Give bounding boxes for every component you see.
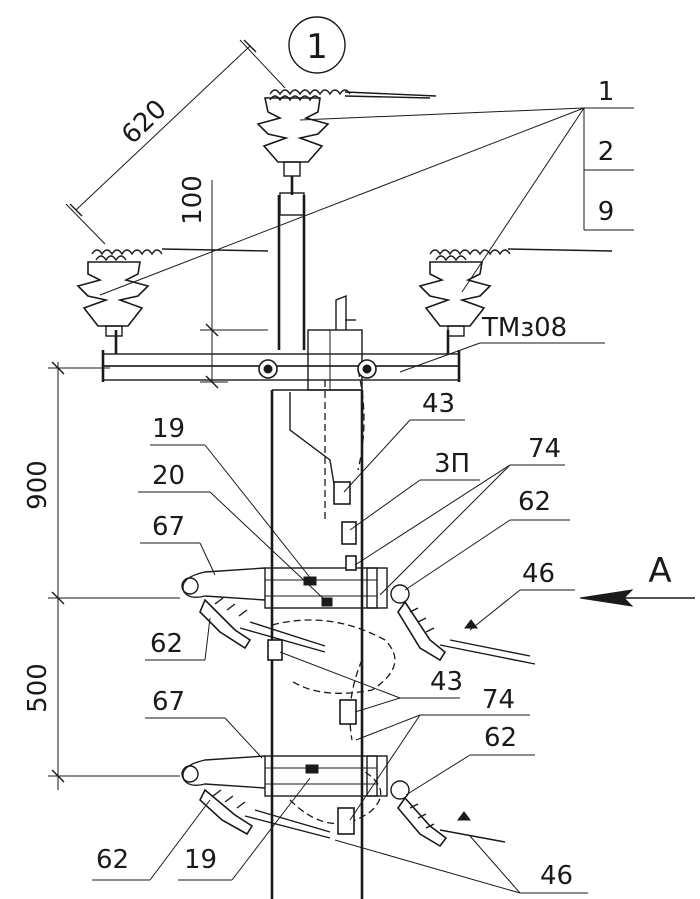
- callout-62-mid-left: 62: [150, 629, 183, 659]
- callout-2: 2: [598, 137, 615, 167]
- callout-19-top: 19: [152, 414, 185, 444]
- callout-43-top: 43: [422, 389, 455, 419]
- dim-500-label: 500: [23, 663, 53, 713]
- callout-74-mid: 74: [482, 685, 515, 715]
- ground-clamps: [289, 392, 357, 571]
- callout-62-bottom-left: 62: [96, 845, 129, 875]
- callout-3p: 3П: [434, 449, 470, 479]
- jumper-loops: [267, 619, 396, 835]
- callout-46-bottom: 46: [540, 861, 573, 891]
- clamp-upper: [181, 567, 536, 665]
- sheet-number-marker: 1: [288, 16, 346, 74]
- leader-callouts: ТМз08 43 19 3П 20 74 62 67 46: [92, 313, 605, 894]
- callout-46-top: 46: [522, 559, 555, 589]
- callout-9: 9: [598, 197, 615, 227]
- view-arrow-a: A: [579, 551, 695, 607]
- callout-stack-1-2-9: 1 2 9: [99, 77, 634, 296]
- insulator-right: [418, 248, 613, 337]
- callout-62-lower-right: 62: [484, 723, 517, 753]
- callout-20: 20: [152, 461, 185, 491]
- crossarm-tm308: [101, 294, 461, 382]
- pole: [270, 192, 365, 899]
- view-label: A: [648, 551, 671, 591]
- clamp-lower: [181, 755, 506, 848]
- dim-900-label: 900: [23, 460, 53, 510]
- insulator-top: [256, 89, 437, 195]
- callout-43-mid: 43: [430, 667, 463, 697]
- dim-620-label: 620: [116, 94, 173, 150]
- insulator-left: [76, 248, 269, 337]
- callout-74-top: 74: [528, 434, 561, 464]
- dimension-100: 100: [178, 175, 268, 389]
- callout-67-top: 67: [152, 512, 185, 542]
- dimension-620: 620: [65, 39, 286, 245]
- callout-19-bottom: 19: [184, 845, 217, 875]
- callout-62-upper-right: 62: [518, 487, 551, 517]
- dimension-900-500: 900 500: [23, 361, 180, 790]
- callout-67-lower: 67: [152, 687, 185, 717]
- callout-tm308: ТМз08: [481, 313, 567, 343]
- callout-1: 1: [598, 77, 615, 107]
- dim-100-label: 100: [178, 175, 208, 225]
- sheet-number: 1: [306, 27, 328, 67]
